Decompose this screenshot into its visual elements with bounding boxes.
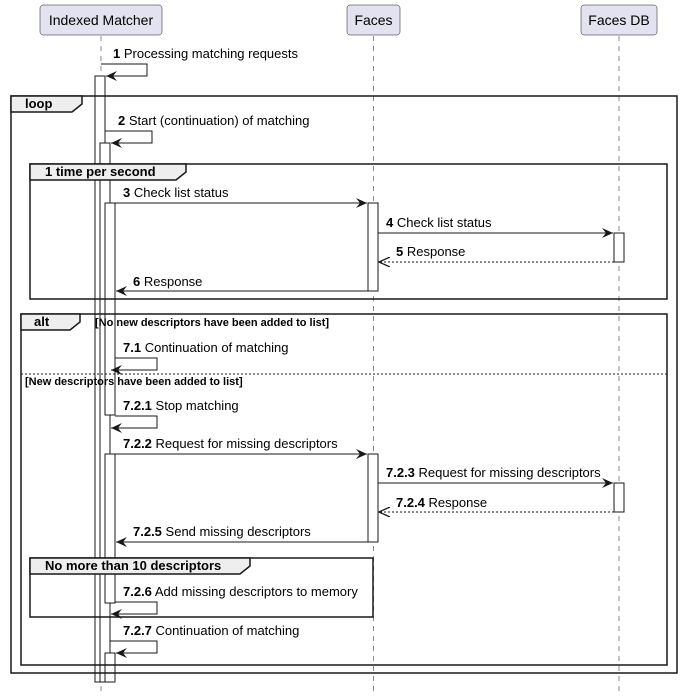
message-7-2-3: 7.2.3 Request for missing descriptors bbox=[378, 465, 613, 488]
message-6: 6 Response bbox=[116, 274, 368, 296]
message-7-2-4: 7.2.4 Response bbox=[379, 495, 614, 512]
svg-text:4 Check list status: 4 Check list status bbox=[386, 215, 492, 230]
message-number: 3 bbox=[123, 185, 130, 200]
message-7-2-7: 7.2.7 Continuation of matching bbox=[110, 623, 299, 658]
participant-label: Indexed Matcher bbox=[49, 12, 154, 28]
message-text: Request for missing descriptors bbox=[156, 436, 339, 451]
svg-text:7.2.6 Add missing descriptors: 7.2.6 Add missing descriptors to memory bbox=[123, 584, 358, 599]
message-7-2-1: 7.2.1 Stop matching bbox=[111, 398, 239, 433]
svg-text:7.2.1 Stop matching: 7.2.1 Stop matching bbox=[123, 398, 239, 413]
message-3: 3 Check list status bbox=[115, 185, 367, 208]
message-number: 7.2.5 bbox=[133, 524, 162, 539]
svg-text:1 Processing matching requests: 1 Processing matching requests bbox=[113, 46, 299, 61]
every-second-fragment: 1 time per second bbox=[29, 163, 668, 300]
fragment-label: 1 time per second bbox=[45, 164, 156, 179]
message-1: 1 Processing matching requests bbox=[101, 46, 299, 81]
message-number: 7.2.2 bbox=[123, 436, 152, 451]
message-number: 1 bbox=[113, 46, 120, 61]
alt-guard: [No new descriptors have been added to l… bbox=[95, 317, 329, 329]
svg-text:2 Start (continuation) of matc: 2 Start (continuation) of matching bbox=[118, 113, 310, 128]
message-number: 6 bbox=[133, 274, 140, 289]
message-text: Continuation of matching bbox=[156, 623, 300, 638]
message-7-2-6: 7.2.6 Add missing descriptors to memory bbox=[111, 584, 358, 619]
participant-faces-db: Faces DB bbox=[580, 4, 658, 36]
message-text: Add missing descriptors to memory bbox=[155, 584, 359, 599]
svg-text:5 Response: 5 Response bbox=[396, 244, 465, 259]
activation-bar bbox=[104, 202, 116, 416]
svg-text:7.2.3 Request for missing desc: 7.2.3 Request for missing descriptors bbox=[386, 465, 601, 480]
svg-text:7.2.7 Continuation of matching: 7.2.7 Continuation of matching bbox=[123, 623, 299, 638]
activation-bar bbox=[613, 482, 625, 513]
svg-text:7.2.4 Response: 7.2.4 Response bbox=[396, 495, 487, 510]
message-7-1: 7.1 Continuation of matching bbox=[111, 340, 289, 375]
fragment-label: alt bbox=[34, 314, 50, 329]
activation-bar bbox=[104, 652, 116, 683]
svg-text:7.2.5 Send missing descriptors: 7.2.5 Send missing descriptors bbox=[133, 524, 311, 539]
message-text: Processing matching requests bbox=[124, 46, 299, 61]
message-2: 2 Start (continuation) of matching bbox=[105, 113, 310, 148]
message-text: Check list status bbox=[397, 215, 492, 230]
message-text: Send missing descriptors bbox=[166, 524, 312, 539]
message-text: Response bbox=[407, 244, 466, 259]
message-number: 7.2.4 bbox=[396, 495, 426, 510]
participant-label: Faces DB bbox=[588, 12, 649, 28]
message-text: Continuation of matching bbox=[145, 340, 289, 355]
participant-faces: Faces bbox=[346, 4, 401, 36]
message-text: Response bbox=[429, 495, 488, 510]
alt-guard: [New descriptors have been added to list… bbox=[25, 376, 243, 388]
activation-bar bbox=[367, 453, 379, 543]
message-number: 2 bbox=[118, 113, 125, 128]
limit-fragment: No more than 10 descriptors bbox=[29, 557, 374, 618]
svg-text:6 Response: 6 Response bbox=[133, 274, 202, 289]
message-number: 7.1 bbox=[123, 340, 141, 355]
message-number: 7.2.6 bbox=[123, 584, 152, 599]
message-text: Check list status bbox=[134, 185, 229, 200]
participant-indexed-matcher: Indexed Matcher bbox=[39, 4, 163, 36]
message-number: 7.2.1 bbox=[123, 398, 152, 413]
svg-text:7.1 Continuation of matching: 7.1 Continuation of matching bbox=[123, 340, 289, 355]
message-7-2-5: 7.2.5 Send missing descriptors bbox=[116, 524, 368, 547]
participant-label: Faces bbox=[354, 12, 392, 28]
message-text: Request for missing descriptors bbox=[419, 465, 602, 480]
activation-bar bbox=[613, 232, 625, 263]
activation-bar bbox=[367, 202, 379, 292]
message-text: Start (continuation) of matching bbox=[129, 113, 310, 128]
svg-text:3 Check list status: 3 Check list status bbox=[123, 185, 229, 200]
message-7-2-2: 7.2.2 Request for missing descriptors bbox=[115, 436, 367, 459]
message-4: 4 Check list status bbox=[378, 215, 613, 238]
message-number: 7.2.7 bbox=[123, 623, 152, 638]
message-number: 7.2.3 bbox=[386, 465, 415, 480]
alt-fragment: alt [No new descriptors have been added … bbox=[20, 313, 668, 666]
svg-text:7.2.2 Request for missing desc: 7.2.2 Request for missing descriptors bbox=[123, 436, 338, 451]
message-number: 4 bbox=[386, 215, 394, 230]
message-text: Response bbox=[144, 274, 203, 289]
loop-fragment: loop bbox=[10, 95, 678, 674]
activation-bar bbox=[104, 453, 116, 604]
fragment-label: loop bbox=[25, 96, 52, 111]
fragment-label: No more than 10 descriptors bbox=[45, 558, 221, 573]
message-5: 5 Response bbox=[379, 244, 614, 262]
message-text: Stop matching bbox=[156, 398, 239, 413]
message-number: 5 bbox=[396, 244, 403, 259]
